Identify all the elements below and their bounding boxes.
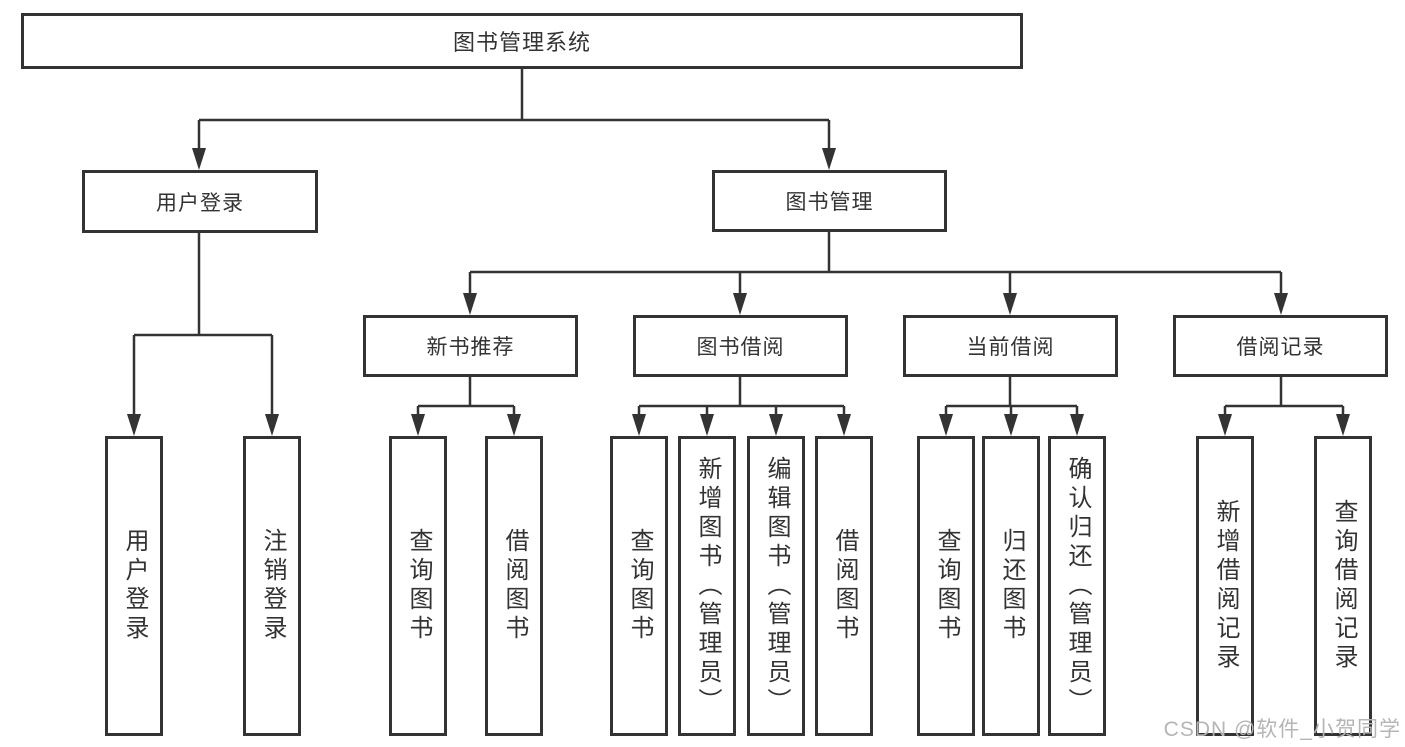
leaf-label: 编辑图书（管理员） bbox=[763, 455, 790, 717]
node-current-borrow: 当前借阅 bbox=[903, 315, 1118, 377]
node-label: 图书借阅 bbox=[696, 336, 785, 359]
leaf-query-books-current: 查询图书 bbox=[917, 436, 975, 736]
leaf-add-books-admin: 新增图书（管理员） bbox=[678, 436, 736, 736]
leaf-label: 借阅图书 bbox=[831, 528, 858, 644]
leaf-label: 用户登录 bbox=[121, 528, 148, 644]
node-book-management: 图书管理 bbox=[712, 170, 947, 232]
node-label: 用户登录 bbox=[156, 191, 244, 215]
node-label: 借阅记录 bbox=[1236, 336, 1325, 359]
leaf-query-borrow-record: 查询借阅记录 bbox=[1314, 436, 1372, 736]
node-label: 当前借阅 bbox=[966, 336, 1055, 359]
csdn-watermark: CSDN @软件_小贺同学 bbox=[1163, 718, 1401, 741]
leaf-add-borrow-record: 新增借阅记录 bbox=[1196, 436, 1254, 736]
node-system-root: 图书管理系统 bbox=[21, 13, 1023, 69]
leaf-label: 注销登录 bbox=[259, 528, 286, 644]
node-new-book-recommend: 新书推荐 bbox=[363, 315, 578, 377]
leaf-borrow-books-recommend: 借阅图书 bbox=[485, 436, 543, 736]
node-label: 图书管理 bbox=[785, 191, 874, 214]
leaf-label: 查询图书 bbox=[626, 528, 653, 644]
leaf-user-login: 用户登录 bbox=[105, 436, 163, 736]
leaf-label: 查询借阅记录 bbox=[1330, 499, 1357, 673]
leaf-label: 确认归还（管理员） bbox=[1064, 455, 1091, 717]
leaf-label: 查询图书 bbox=[405, 528, 432, 644]
leaf-confirm-return-admin: 确认归还（管理员） bbox=[1048, 436, 1106, 736]
leaf-query-books-recommend: 查询图书 bbox=[389, 436, 447, 736]
leaf-borrow-books: 借阅图书 bbox=[815, 436, 873, 736]
leaf-query-books-borrow: 查询图书 bbox=[610, 436, 668, 736]
leaf-label: 查询图书 bbox=[933, 528, 960, 644]
leaf-logout: 注销登录 bbox=[243, 436, 301, 736]
node-label: 图书管理系统 bbox=[452, 30, 591, 55]
node-label: 新书推荐 bbox=[426, 336, 515, 359]
leaf-return-books: 归还图书 bbox=[982, 436, 1040, 736]
leaf-label: 借阅图书 bbox=[501, 528, 528, 644]
leaf-label: 新增借阅记录 bbox=[1212, 499, 1239, 673]
arrowheads bbox=[127, 148, 1350, 436]
node-book-borrow: 图书借阅 bbox=[633, 315, 848, 377]
leaf-label: 新增图书（管理员） bbox=[694, 455, 721, 717]
node-borrow-records: 借阅记录 bbox=[1173, 315, 1388, 377]
leaf-edit-books-admin: 编辑图书（管理员） bbox=[747, 436, 805, 736]
leaf-label: 归还图书 bbox=[998, 528, 1025, 644]
node-user-login: 用户登录 bbox=[82, 170, 318, 233]
